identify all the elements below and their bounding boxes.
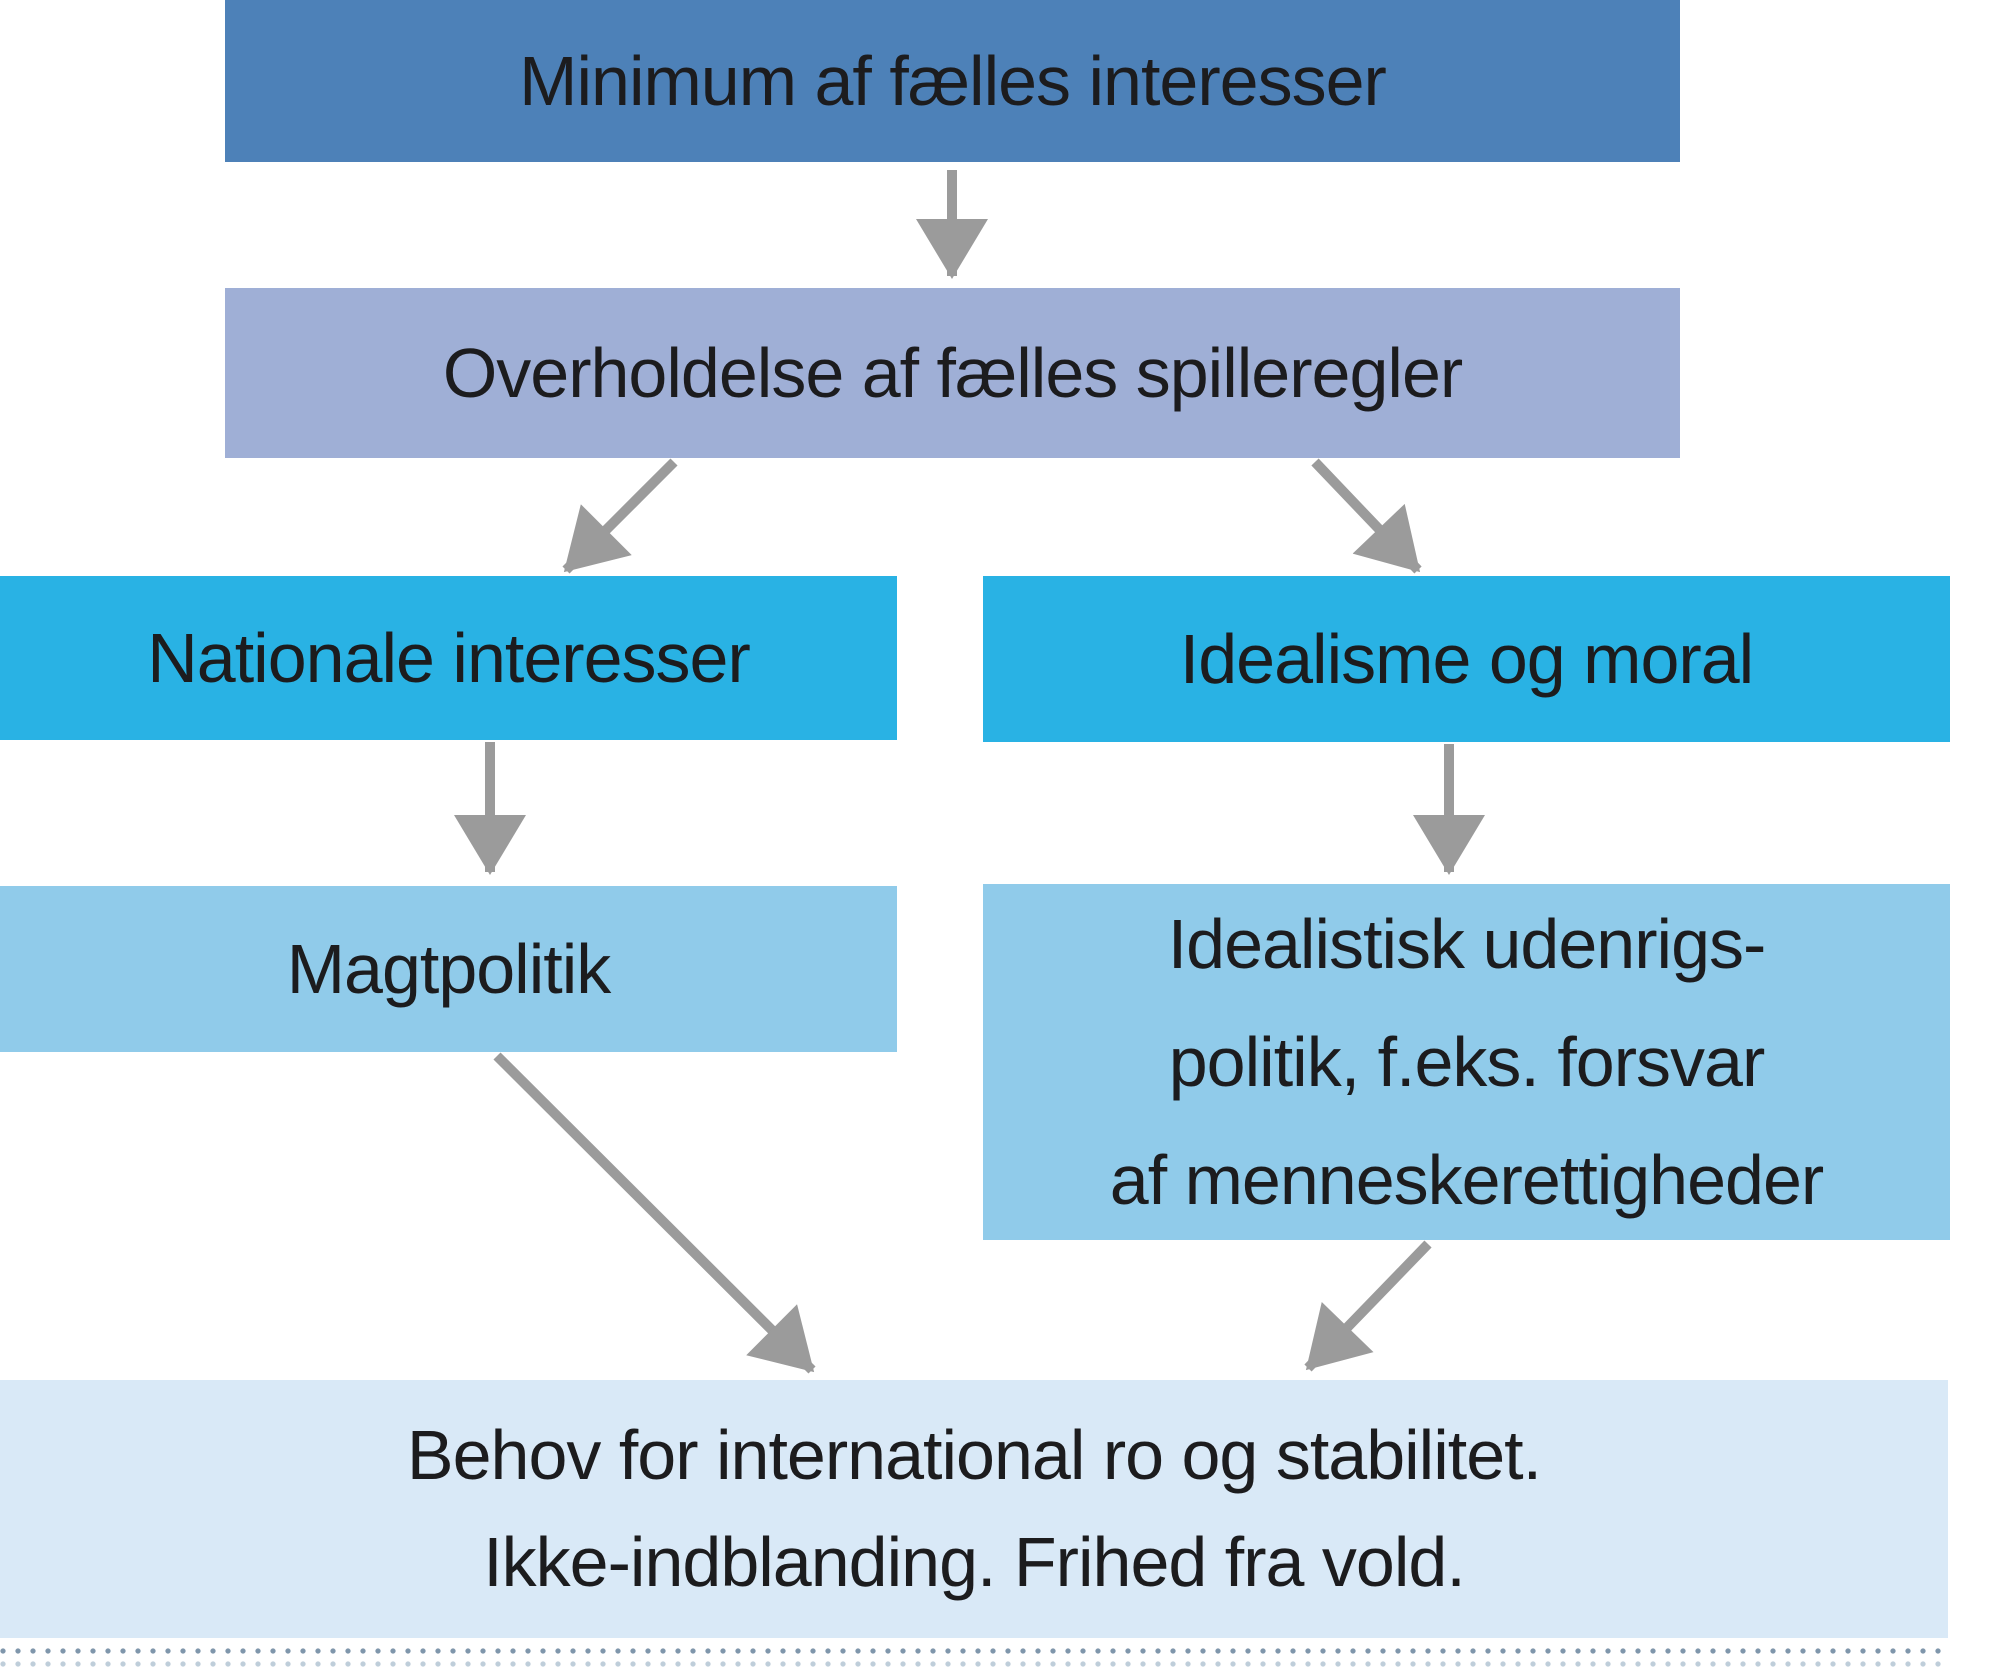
node-behov-for-international-ro: Behov for international ro og stabilitet… — [0, 1380, 1948, 1638]
node-label: Nationale interesser — [147, 619, 751, 697]
arrow-magtpolitik-to-behov — [493, 1052, 816, 1374]
node-label: Minimum af fælles interesser — [519, 42, 1387, 120]
node-label-line-2: politik, f.eks. forsvar — [1168, 1023, 1766, 1101]
node-label: Overholdelse af fælles spilleregler — [442, 334, 1463, 412]
node-label: Idealisme og moral — [1179, 620, 1754, 698]
dotted-rule-row-2 — [0, 1661, 1945, 1667]
node-label-line-2: Ikke-indblanding. Frihed fra vold. — [483, 1523, 1466, 1601]
arrow-idealistisk-to-behov — [1304, 1240, 1432, 1372]
dotted-rule-row-1 — [0, 1648, 1945, 1654]
node-nationale-interesser: Nationale interesser — [0, 576, 897, 740]
arrow-overholdelse-to-idealisme — [1311, 458, 1422, 574]
node-label-line-1: Idealistisk udenrigs- — [1167, 905, 1767, 983]
node-idealisme-og-moral: Idealisme og moral — [983, 576, 1950, 742]
node-label: Magtpolitik — [286, 930, 612, 1008]
node-idealistisk-udenrigspolitik: Idealistisk udenrigs- politik, f.eks. fo… — [983, 884, 1950, 1240]
node-label-line-1: Behov for international ro og stabilitet… — [406, 1416, 1542, 1494]
arrow-overholdelse-to-nationale — [562, 458, 678, 574]
node-overholdelse-af-faelles-spilleregler: Overholdelse af fælles spilleregler — [225, 288, 1680, 458]
node-magtpolitik: Magtpolitik — [0, 886, 897, 1052]
node-label-line-3: af menneskerettigheder — [1109, 1141, 1824, 1219]
node-minimum-af-faelles-interesser: Minimum af fælles interesser — [225, 0, 1680, 162]
